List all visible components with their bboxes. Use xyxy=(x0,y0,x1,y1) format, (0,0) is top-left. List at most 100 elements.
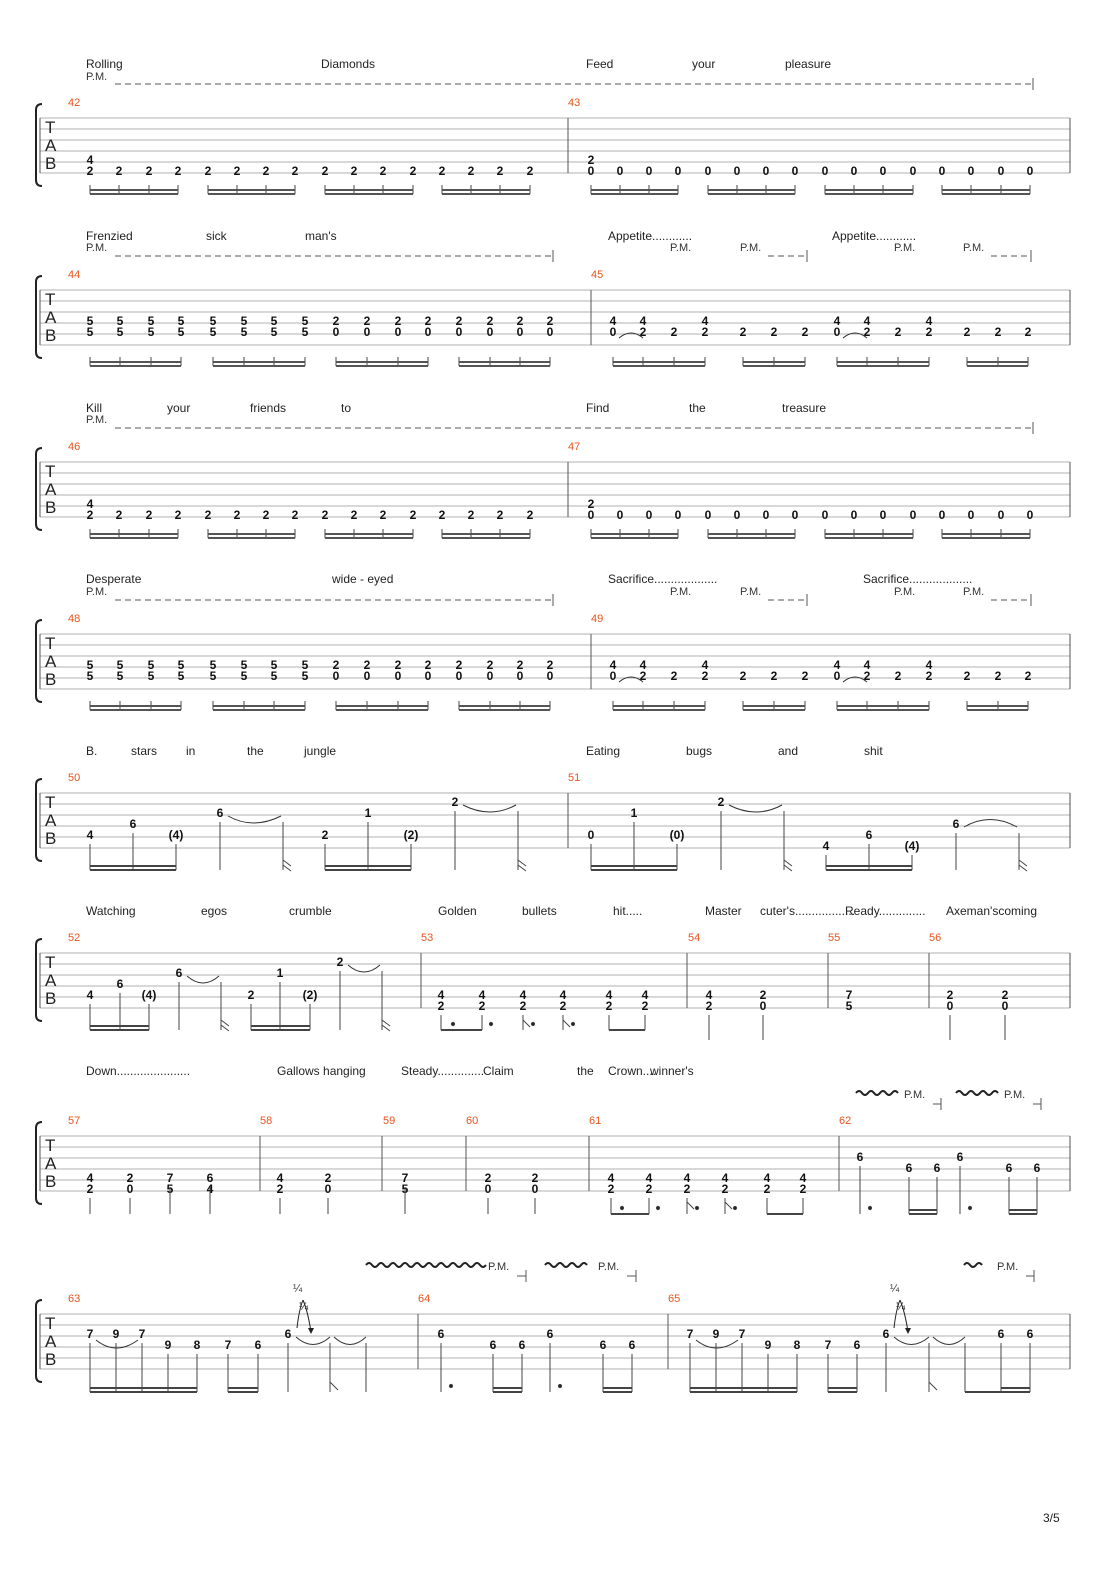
tab-clef-b: B xyxy=(45,670,56,689)
lyric: pleasure xyxy=(785,57,831,71)
lyric: Sacrifice................... xyxy=(608,572,717,586)
fret-number: 6 xyxy=(217,806,224,820)
fret-number: 2 xyxy=(926,325,933,339)
fret-number: 9 xyxy=(165,1338,172,1352)
fret-number: 6 xyxy=(207,1171,214,1185)
fret-number: 2 xyxy=(87,1182,94,1196)
system-8: P.M. P.M. P.M. 63 64 65 T A B ¼ ¼ ¼ ¼ 7 xyxy=(35,1261,1071,1393)
lyric: Crown.... xyxy=(608,1064,656,1078)
fret-number: 2 xyxy=(425,658,432,672)
fret-number: 5 xyxy=(117,314,124,328)
fret-number: 5 xyxy=(241,658,248,672)
lyric: jungle xyxy=(303,744,336,758)
fret-number: 0 xyxy=(947,999,954,1013)
lyric: Diamonds xyxy=(321,57,375,71)
lyric: Rolling xyxy=(86,57,123,71)
fret-number: 0 xyxy=(675,508,682,522)
fret-number: 2 xyxy=(468,508,475,522)
lyric: the xyxy=(577,1064,594,1078)
measure-number: 54 xyxy=(688,932,700,944)
note-row: 4 6 (4) 6 2 1 (2) 2 xyxy=(87,955,344,1002)
fret-number: 2 xyxy=(1025,325,1032,339)
lyric: Axeman'scoming xyxy=(946,904,1037,918)
lyric: cuter's.................. xyxy=(760,904,855,918)
fret-number: 0 xyxy=(517,669,524,683)
fret-number: 2 xyxy=(740,669,747,683)
fret-number: 0 xyxy=(734,508,741,522)
fret-number: 5 xyxy=(117,658,124,672)
fret-number: 5 xyxy=(178,325,185,339)
palm-mute-label: P.M. xyxy=(86,71,107,83)
lyric: egos xyxy=(201,904,227,918)
tab-clef-t: T xyxy=(45,1136,55,1155)
fret-number: 8 xyxy=(794,1338,801,1352)
fret-number: 0 xyxy=(617,508,624,522)
fret-number: 0 xyxy=(910,164,917,178)
fret-number: 2 xyxy=(292,164,299,178)
tab-clef-b: B xyxy=(45,1172,56,1191)
fret-number: 0 xyxy=(760,999,767,1013)
lyric: Claim xyxy=(483,1064,514,1078)
fret-number: 2 xyxy=(116,164,123,178)
fret-number: 4 xyxy=(834,314,841,328)
system-6: Watching egos crumble Golden bullets hit… xyxy=(35,904,1071,1040)
palm-mute-marks: P.M. xyxy=(86,414,1034,434)
fret-number: 0 xyxy=(425,325,432,339)
fret-number: 0 xyxy=(588,164,595,178)
fret-number: 4 xyxy=(520,988,527,1002)
fret-number: 2 xyxy=(520,999,527,1013)
fret-number: 5 xyxy=(271,325,278,339)
tab-clef: T A B xyxy=(45,793,57,848)
lyric: Golden xyxy=(438,904,477,918)
fret-number: 7 xyxy=(225,1338,232,1352)
lyric: Feed xyxy=(586,57,613,71)
fret-number: 0 xyxy=(851,164,858,178)
fret-number: 2 xyxy=(640,669,647,683)
fret-number: 4 xyxy=(684,1171,691,1185)
fret-number: 6 xyxy=(934,1161,941,1175)
tab-clef-b: B xyxy=(45,989,56,1008)
fret-number: 0 xyxy=(910,508,917,522)
lyric: winner's xyxy=(649,1064,694,1078)
fret-number: 2 xyxy=(1002,988,1009,1002)
fret-number: 0 xyxy=(705,508,712,522)
fret-number: 2 xyxy=(517,314,524,328)
lyric: Eating xyxy=(586,744,620,758)
slur xyxy=(618,332,644,339)
lyric: Watching xyxy=(86,904,136,918)
fret-number: 2 xyxy=(127,1171,134,1185)
palm-mute-label: P.M. xyxy=(670,242,691,254)
note-row: 7 9 7 9 8 7 6 6 6 6 6 6 6 6 7 9 7 9 8 7 … xyxy=(87,1327,1034,1352)
fret-number: 2 xyxy=(560,999,567,1013)
fret-number: 5 xyxy=(846,999,853,1013)
tab-clef-b: B xyxy=(45,326,56,345)
fret-number: 5 xyxy=(87,669,94,683)
palm-mute-label: P.M. xyxy=(740,586,761,598)
fret-number: 5 xyxy=(271,314,278,328)
fret-number: 0 xyxy=(763,164,770,178)
fret-number: 1 xyxy=(365,806,372,820)
fret-number: 5 xyxy=(302,658,309,672)
fret-number: 2 xyxy=(364,658,371,672)
lyrics-row: B. stars in the jungle Eating bugs and s… xyxy=(86,744,883,758)
tab-clef: T A B xyxy=(45,118,57,173)
lyric: Gallows hanging xyxy=(277,1064,366,1078)
tab-staff xyxy=(39,461,1071,518)
fret-number: 5 xyxy=(210,669,217,683)
lyric: bugs xyxy=(686,744,712,758)
fret-number: 2 xyxy=(263,164,270,178)
fret-number: 9 xyxy=(765,1338,772,1352)
tab-clef-t: T xyxy=(45,793,55,812)
fret-number: 0 xyxy=(939,164,946,178)
fret-number: 2 xyxy=(517,658,524,672)
lyric: Kill xyxy=(86,401,102,415)
measure-number: 47 xyxy=(568,441,580,453)
measure-number: 45 xyxy=(591,269,603,281)
staff-bracket xyxy=(35,938,43,1022)
fret-number: 2 xyxy=(234,164,241,178)
fret-number: 6 xyxy=(957,1150,964,1164)
fret-number: 0 xyxy=(792,164,799,178)
measure-number: 43 xyxy=(568,97,580,109)
measure-number: 51 xyxy=(568,772,580,784)
